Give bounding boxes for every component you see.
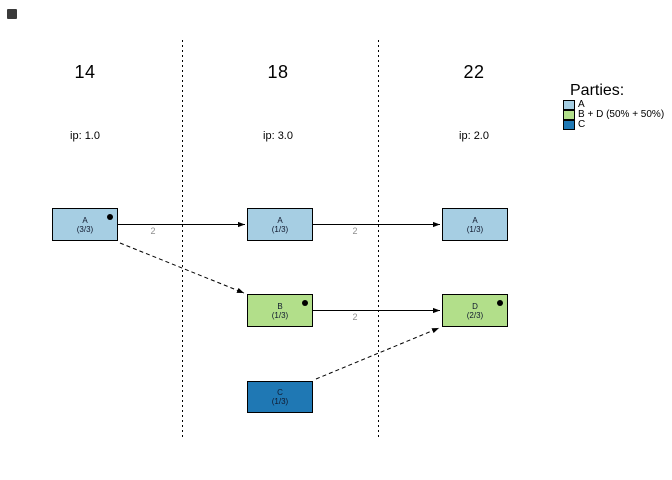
- node-dot-marker: [497, 300, 503, 306]
- node-a-period3: A (1/3): [442, 208, 508, 241]
- period-header-3: 22 ip: 2.0: [414, 62, 534, 152]
- edge-weight-label: 2: [352, 226, 358, 236]
- legend-title: Parties:: [570, 82, 625, 99]
- node-label: B: [277, 301, 283, 311]
- period-title: 18: [267, 62, 289, 82]
- corner-marker: [7, 9, 17, 19]
- legend-swatch-a: [563, 100, 575, 110]
- legend-item-label: B + D (50% + 50%): [578, 109, 665, 120]
- period-header-2: 18 ip: 3.0: [218, 62, 338, 152]
- legend-item-c: C: [563, 120, 672, 130]
- node-a-period1: A (3/3): [52, 208, 118, 241]
- node-dot-marker: [302, 300, 308, 306]
- period-ip-label: ip: 3.0: [263, 130, 293, 142]
- node-a-period2: A (1/3): [247, 208, 313, 241]
- legend-items: A B + D (50% + 50%) C: [563, 100, 672, 130]
- edge-weight-label: 2: [352, 312, 358, 322]
- node-label: C: [277, 388, 283, 397]
- legend-swatch-b: [563, 110, 575, 120]
- node-c-period2: C (1/3): [247, 381, 313, 413]
- node-label: D: [472, 301, 478, 311]
- node-fraction: (1/3): [466, 224, 484, 234]
- period-title: 14: [74, 62, 96, 82]
- legend-item-a: A: [563, 100, 672, 110]
- node-fraction: (1/3): [271, 224, 289, 234]
- node-fraction: (3/3): [76, 224, 94, 234]
- edge-weight-label: 2: [150, 226, 156, 236]
- edge-c-d-dashed: [315, 327, 440, 380]
- period-ip-label: ip: 1.0: [70, 130, 100, 142]
- legend-item-b-d: B + D (50% + 50%): [563, 110, 672, 120]
- period-title: 22: [463, 62, 485, 82]
- legend-item-label: A: [578, 99, 585, 110]
- period-ip-label: ip: 2.0: [459, 130, 489, 142]
- node-label: A: [472, 215, 478, 225]
- node-label: A: [82, 215, 88, 225]
- node-d-period3: D (2/3): [442, 294, 508, 327]
- node-dot-marker: [107, 214, 113, 220]
- legend-item-label: C: [578, 119, 586, 130]
- period-header-1: 14 ip: 1.0: [25, 62, 145, 152]
- node-fraction: (2/3): [466, 310, 484, 320]
- edge-a1-b-dashed: [119, 242, 245, 294]
- node-label: A: [277, 215, 283, 225]
- node-fraction: (1/3): [271, 310, 289, 320]
- node-fraction: (1/3): [271, 397, 289, 406]
- node-b-period2: B (1/3): [247, 294, 313, 327]
- legend-swatch-c: [563, 120, 575, 130]
